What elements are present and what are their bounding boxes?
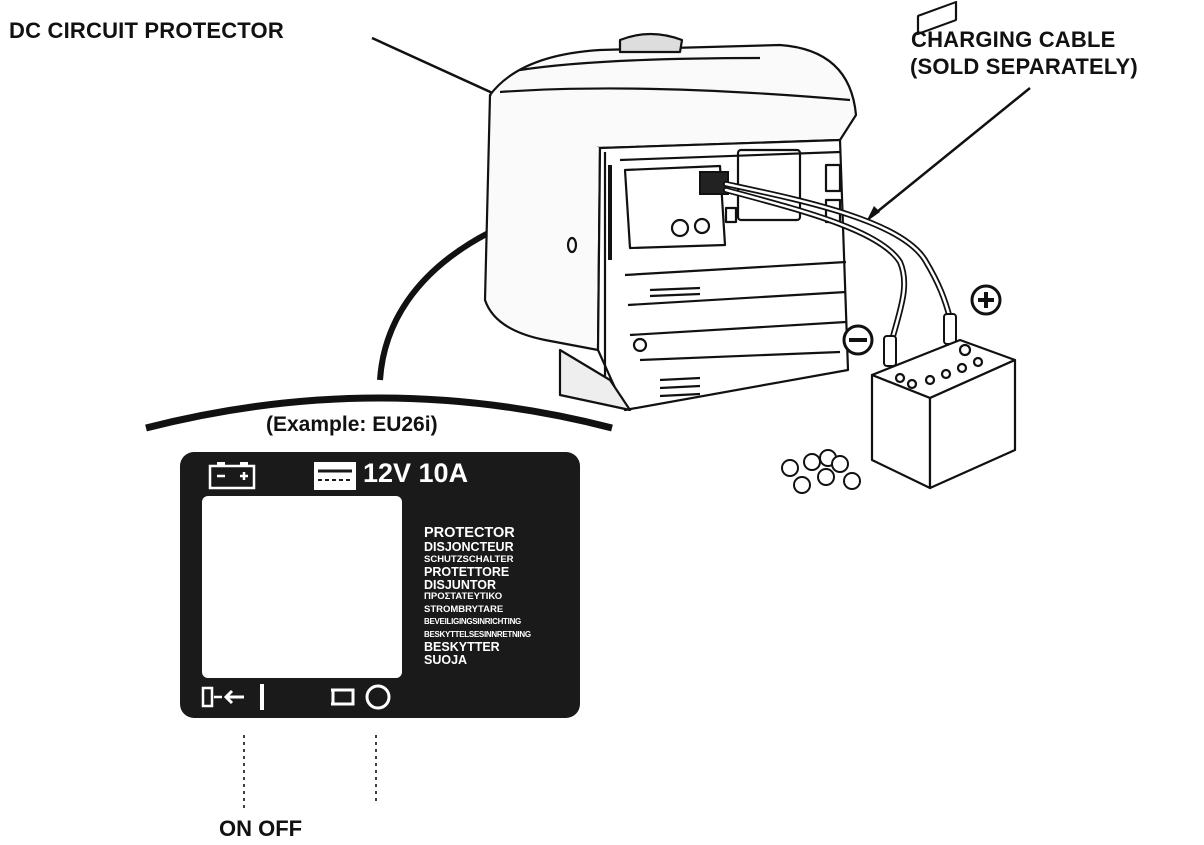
leader-arrowhead bbox=[866, 206, 880, 222]
on-symbol-icon bbox=[201, 684, 264, 710]
charging-cable bbox=[723, 181, 953, 343]
protector-window bbox=[202, 496, 402, 678]
magnifier-arc-outer bbox=[145, 394, 613, 432]
dc-protector-panel: 12V 10A PROTECTOR DISJONCTEUR SCHUTZSCHA… bbox=[180, 452, 580, 718]
battery-caps bbox=[781, 449, 861, 494]
lang-line: DISJONCTEUR bbox=[424, 540, 514, 554]
lang-line: STROMBRYTARE bbox=[424, 603, 504, 615]
panel-rating: 12V 10A bbox=[363, 458, 469, 488]
lang-line: BESKYTTELSESINNRETNING bbox=[424, 629, 531, 639]
lang-line: SUOJA bbox=[424, 652, 468, 667]
label-dc-circuit-protector: DC CIRCUIT PROTECTOR bbox=[9, 18, 284, 43]
dc-symbol-icon bbox=[314, 462, 356, 490]
plus-terminal-icon bbox=[970, 284, 1002, 316]
label-on-off: ON OFF bbox=[219, 816, 303, 841]
battery-icon bbox=[208, 462, 256, 490]
minus-terminal-icon bbox=[842, 324, 874, 356]
generator-front bbox=[483, 94, 602, 352]
lang-line: SCHUTZSCHALTER bbox=[424, 553, 514, 565]
battery bbox=[870, 0, 1017, 490]
lang-line: DISJUNTOR bbox=[424, 577, 497, 592]
off-symbol-icon bbox=[331, 684, 391, 710]
lang-line: PROTETTORE bbox=[424, 565, 510, 579]
leader-charging-cable bbox=[871, 87, 1031, 217]
cable-clamp-negative bbox=[883, 335, 897, 367]
label-charging-cable-line2: (SOLD SEPARATELY) bbox=[910, 54, 1138, 79]
label-example-model: (Example: EU26i) bbox=[266, 413, 438, 436]
label-charging-cable-line1: CHARGING CABLE bbox=[911, 27, 1116, 52]
lang-line: ΠΡΟΣΤΑΤΕΥΤΙΚΟ bbox=[424, 591, 503, 602]
lang-line: BESKYTTER bbox=[424, 640, 500, 654]
protector-language-list: PROTECTOR DISJONCTEUR SCHUTZSCHALTER PRO… bbox=[424, 526, 574, 666]
lang-line: BEVEILIGINGSINRICHTING bbox=[424, 617, 521, 626]
cable-clamp-positive bbox=[943, 313, 957, 345]
lang-line: PROTECTOR bbox=[424, 525, 515, 541]
generator bbox=[483, 32, 858, 412]
